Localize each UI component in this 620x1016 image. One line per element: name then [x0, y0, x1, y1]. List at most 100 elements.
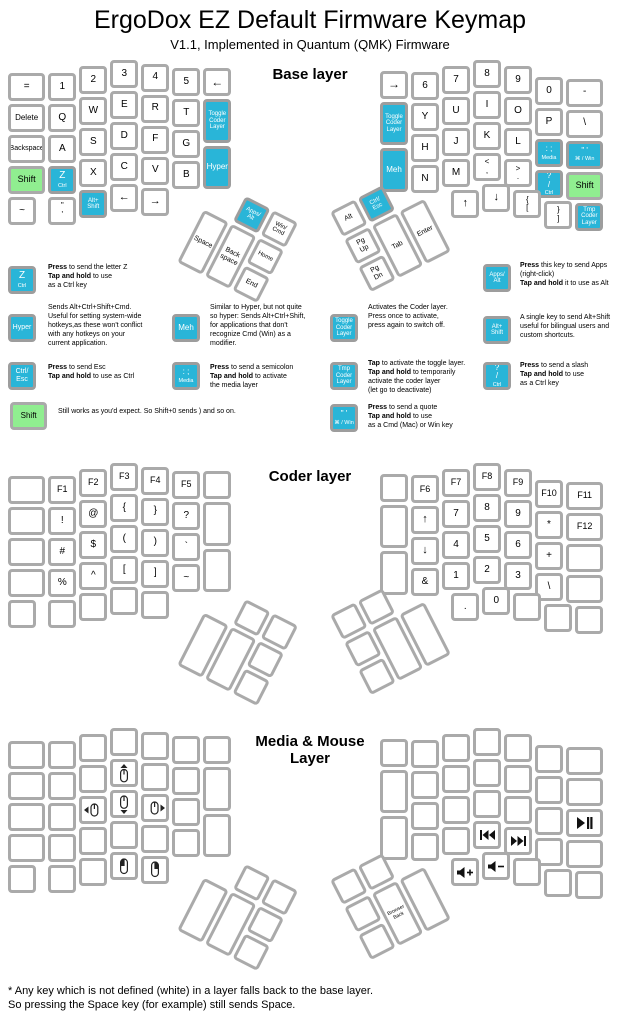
keycap-blank	[8, 741, 46, 770]
keycap-label: " '	[340, 409, 348, 419]
keycap: ↓	[482, 184, 511, 212]
keycap: Meh	[380, 148, 408, 192]
keycap-blank	[8, 772, 46, 801]
keycap-label: Win/ Cmd	[270, 220, 288, 238]
keycap-label: →	[149, 194, 161, 207]
keycap-blank	[79, 765, 108, 794]
keycap-volume-up	[451, 858, 480, 887]
keycap: ↓	[411, 537, 439, 566]
keycap-label: E	[120, 98, 128, 110]
keycap-blank	[575, 870, 604, 899]
keycap-mouse-left-click	[110, 852, 139, 880]
keycap: Toggle Coder Layer	[380, 101, 408, 146]
keycap: =	[8, 73, 46, 102]
keycap-label: W	[88, 104, 99, 116]
keycap-label: 6	[515, 538, 521, 550]
keycap-label: ]	[153, 567, 157, 579]
keycap: V	[141, 156, 170, 185]
keycap: J	[442, 128, 470, 157]
keycap-label: 7	[453, 507, 459, 519]
keycap-label: 6	[422, 79, 428, 91]
keycap-blank	[504, 734, 532, 763]
keycap-blank	[566, 574, 604, 603]
mouse-down-icon	[117, 794, 131, 814]
keycap-mouse-left	[79, 796, 108, 825]
keycap: C	[110, 153, 139, 181]
keycap: M	[442, 159, 470, 188]
keycap: Shift	[8, 166, 46, 195]
keycap: F12	[566, 512, 604, 541]
keycap: " '⌘ / Win	[566, 140, 604, 169]
keycap: \	[535, 573, 563, 602]
keycap-blank	[380, 816, 408, 860]
keycap-label: ? /	[494, 362, 500, 381]
keycap-sublabel: ⌘ / Win	[574, 156, 595, 163]
keycap-blank	[8, 569, 46, 598]
legend-text: Still works as you'd expect. So Shift+0 …	[58, 408, 236, 415]
keycap-label: M	[451, 166, 461, 178]
keycap-label: S	[89, 135, 97, 147]
keycap-label: B	[182, 168, 190, 180]
keycap: ^	[79, 562, 108, 591]
keycap: 8	[473, 494, 501, 522]
keycap: 5	[172, 68, 201, 97]
keycap-label: Shift	[575, 179, 594, 190]
keycap: @	[79, 500, 108, 529]
keycap: T	[172, 99, 201, 128]
keycap: F9	[504, 469, 532, 498]
keycap: Tmp Coder Layer	[575, 202, 604, 231]
keycap: B	[172, 161, 201, 190]
keycap: F3	[110, 463, 139, 491]
keycap-label: { [	[525, 194, 529, 213]
keycap-label: F2	[88, 477, 99, 488]
page-subtitle: V1.1, Implemented in Quantum (QMK) Firmw…	[170, 37, 450, 52]
keycap-label: 4	[453, 538, 459, 550]
keycap-blank	[566, 839, 604, 868]
keycap-blank	[172, 736, 201, 765]
keycap-mouse-right-click	[141, 855, 170, 884]
keycap: > .	[504, 159, 532, 188]
keycap-label: ~	[19, 204, 25, 216]
keycap: 5	[473, 525, 501, 553]
keycap: L	[504, 128, 532, 157]
keycap-blank	[203, 548, 232, 593]
keycap-label: I	[485, 98, 489, 110]
keycap-label: Toggle Coder Layer	[208, 111, 227, 131]
keycap: E	[110, 91, 139, 119]
keycap-blank	[566, 543, 604, 572]
keycap-blank	[141, 731, 170, 760]
keycap: F	[141, 125, 170, 154]
keycap-blank	[203, 471, 232, 500]
legend-text: Press this key to send Apps(right-click)…	[520, 262, 609, 287]
keycap: 9	[504, 66, 532, 95]
keycap-blank	[473, 759, 501, 787]
keycap: Y	[411, 103, 439, 132]
keycap-label: T	[183, 106, 190, 118]
keycap-label: Apps/ Alt	[489, 271, 505, 284]
keycap-label: F11	[577, 489, 593, 500]
keycap-label: ? /	[546, 170, 552, 189]
keycap: { [	[513, 190, 542, 219]
keycap-blank	[172, 767, 201, 796]
keycap: Delete	[8, 104, 46, 133]
volume-up-icon	[456, 866, 475, 879]
keycap-label: `	[184, 540, 188, 552]
keycap-label: .	[463, 600, 467, 612]
keycap-blank	[48, 772, 77, 801]
keycap: $	[79, 531, 108, 560]
keycap: 9	[504, 500, 532, 529]
keycap-label: [	[122, 563, 126, 575]
keycap-blank	[535, 776, 563, 805]
keycap: H	[411, 134, 439, 163]
keycap-label: O	[514, 104, 522, 116]
keycap-blank	[535, 807, 563, 836]
keycap: R	[141, 94, 170, 123]
keycap: G	[172, 130, 201, 159]
keycap-blank	[513, 858, 542, 887]
keycap: Apps/ Alt	[483, 264, 511, 292]
keycap: F7	[442, 469, 470, 498]
keycap-label: 7	[453, 73, 459, 85]
